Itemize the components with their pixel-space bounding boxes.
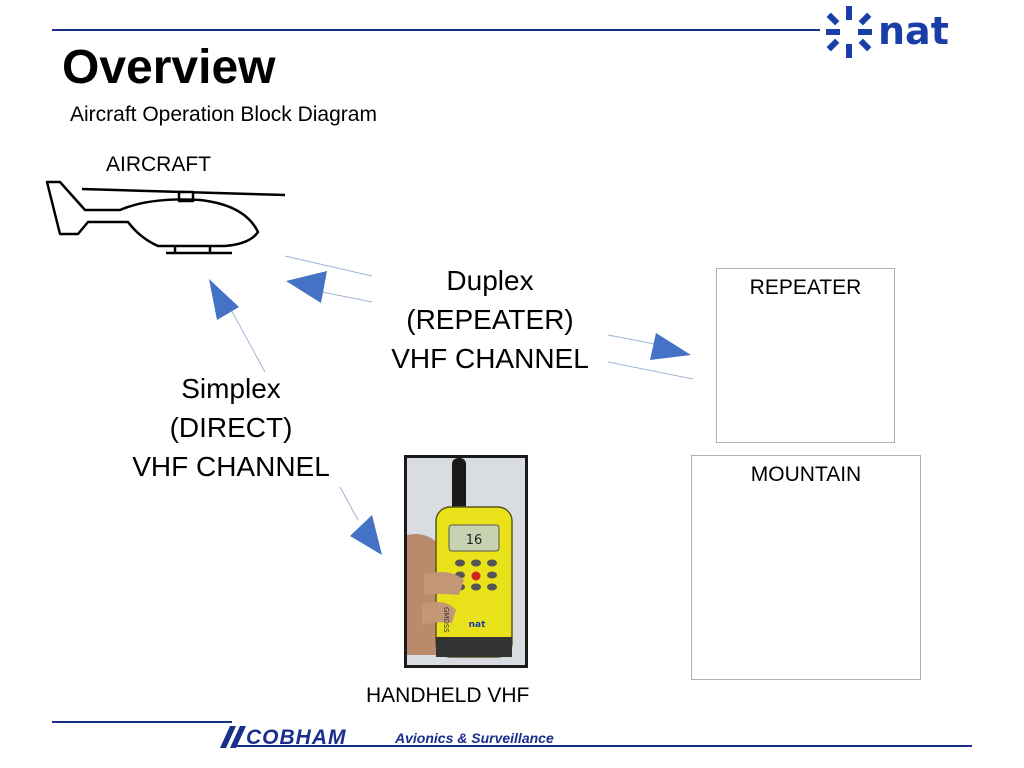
footer-rule-right <box>556 745 972 747</box>
cobham-logo: COBHAM Avionics & Surveillance <box>220 726 554 749</box>
arrow-to-handheld <box>350 515 382 555</box>
nat-logo-text: nat <box>878 9 949 53</box>
repeater-label: REPEATER <box>749 276 862 299</box>
repeater-box: REPEATER <box>716 268 895 443</box>
duplex-line-right-upper <box>607 334 661 346</box>
helicopter-icon <box>45 180 286 255</box>
cobham-brand-text: COBHAM <box>246 726 347 749</box>
header-rule <box>52 29 820 31</box>
cobham-division-text: Avionics & Surveillance <box>394 730 554 746</box>
simplex-label-line-2: (DIRECT) <box>169 412 293 443</box>
mountain-label: MOUNTAIN <box>750 463 862 486</box>
handheld-radio-image: 16 GMDSS nat <box>404 455 528 668</box>
arrow-to-aircraft-duplex <box>286 271 327 303</box>
radio-brand-text: nat <box>469 620 486 630</box>
mountain-box: MOUNTAIN <box>691 455 921 680</box>
footer-rule-mid <box>232 745 562 747</box>
cobham-slash-icon <box>220 726 236 748</box>
arrow-to-aircraft-simplex <box>209 279 239 320</box>
duplex-line-right-lower <box>607 361 694 380</box>
duplex-channel-label: Duplex (REPEATER) VHF CHANNEL <box>366 261 614 378</box>
asterisk-icon <box>826 6 872 58</box>
duplex-line-upper <box>284 255 373 277</box>
simplex-channel-label: Simplex (DIRECT) VHF CHANNEL <box>105 369 357 486</box>
simplex-line-lower <box>339 486 359 521</box>
page-subtitle: Aircraft Operation Block Diagram <box>70 103 377 126</box>
duplex-label-line-1: Duplex <box>446 265 534 296</box>
radio-side-text: GMDSS <box>442 607 450 633</box>
radio-display-text: 16 <box>466 533 483 548</box>
aircraft-label: AIRCRAFT <box>106 153 211 176</box>
duplex-line-lower <box>321 291 373 303</box>
simplex-label-line-3: VHF CHANNEL <box>132 451 330 482</box>
duplex-label-line-3: VHF CHANNEL <box>391 343 589 374</box>
simplex-label-line-1: Simplex <box>181 373 281 404</box>
arrow-to-repeater <box>650 333 691 360</box>
duplex-label-line-2: (REPEATER) <box>406 304 574 335</box>
handheld-vhf-label: HANDHELD VHF <box>366 684 530 707</box>
page-title: Overview <box>62 41 276 94</box>
footer-rule-left <box>52 721 232 723</box>
simplex-line-upper <box>227 303 266 373</box>
nat-logo: nat <box>826 6 949 58</box>
